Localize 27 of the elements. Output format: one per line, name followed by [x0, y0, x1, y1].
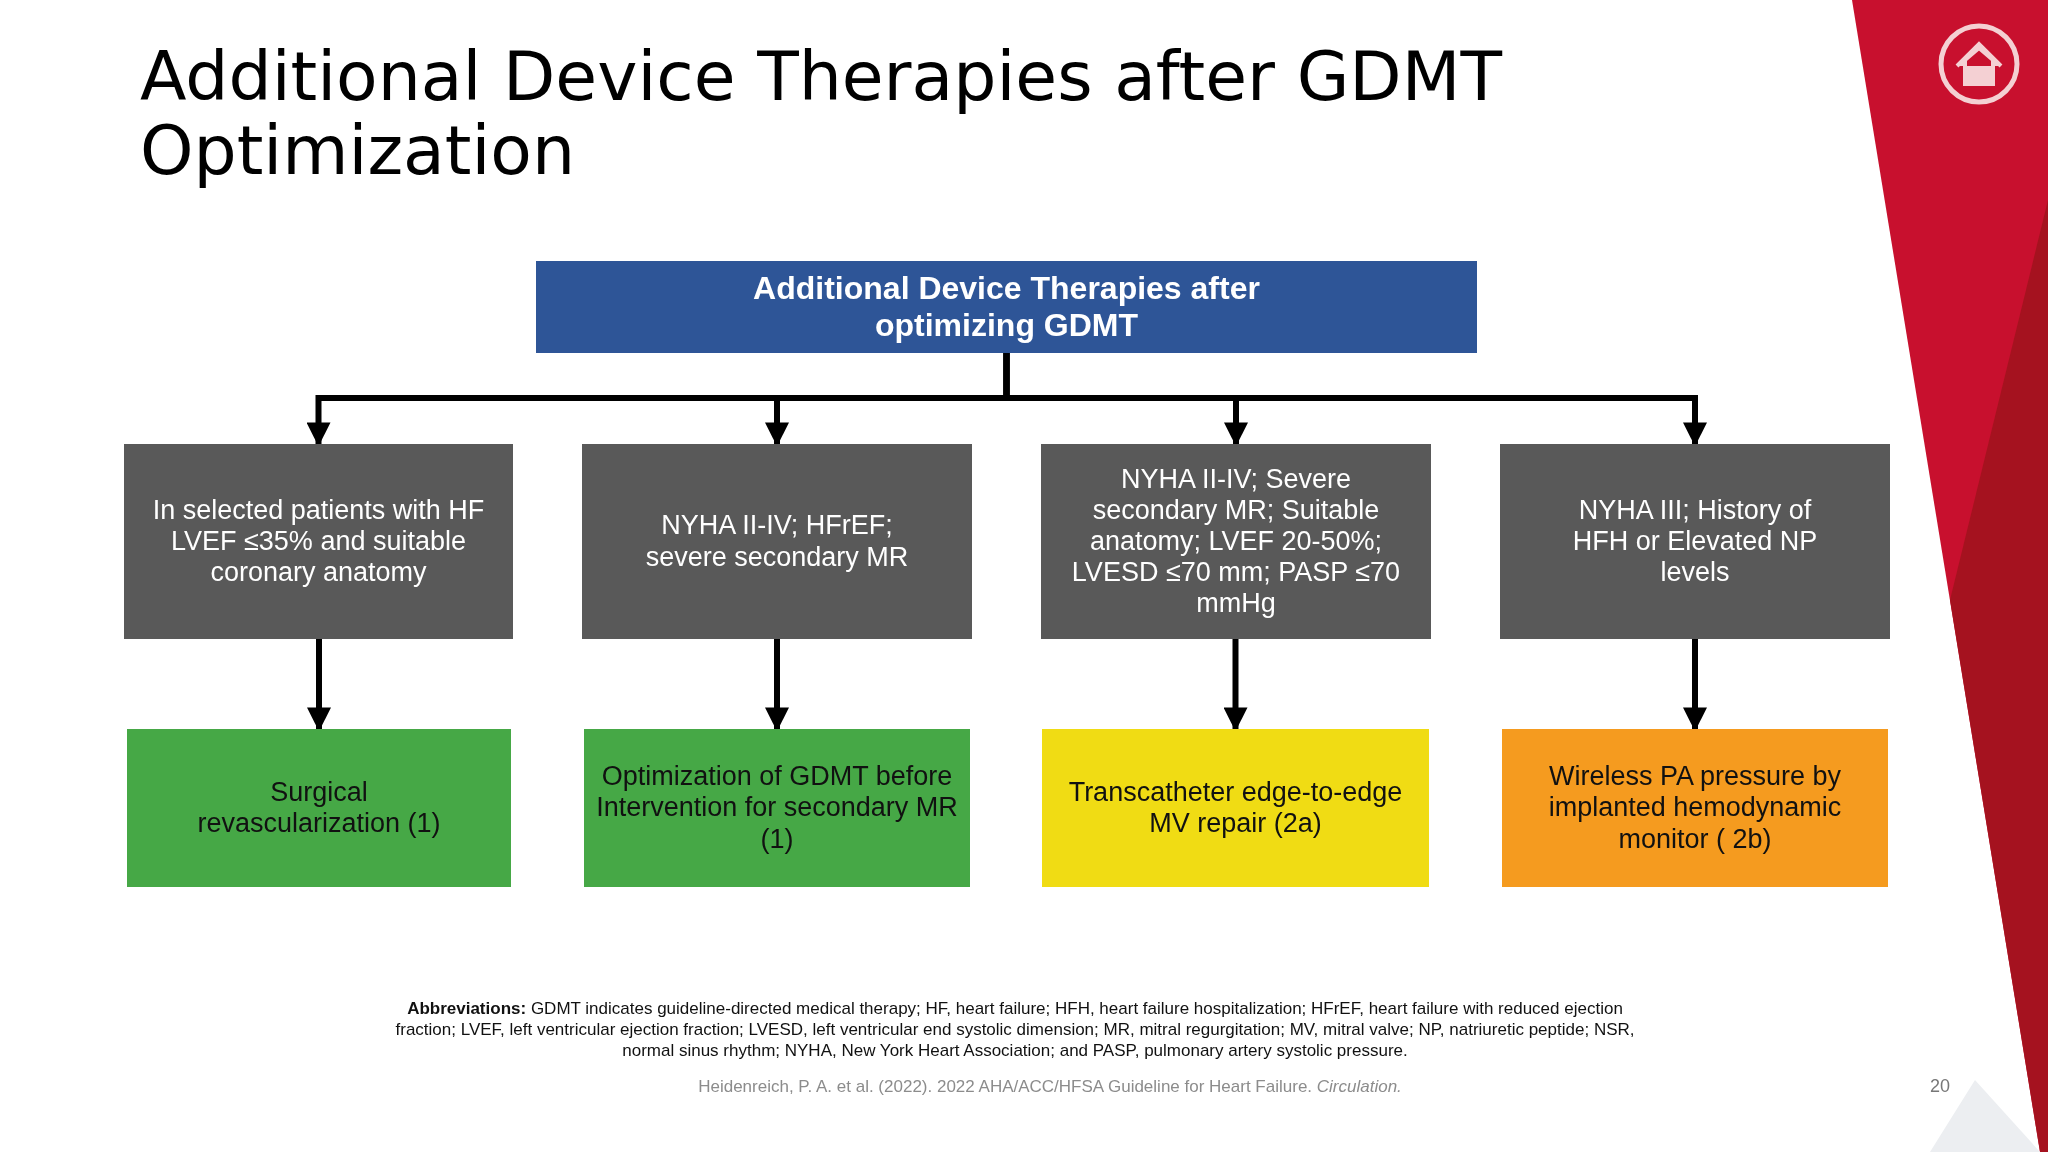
- criteria-box: [1041, 444, 1431, 639]
- arrow: [307, 639, 331, 732]
- criteria-box: [124, 444, 513, 639]
- arrow: [1683, 639, 1707, 732]
- box-text: Transcatheter edge-to-edge MV repair (2a): [1067, 776, 1404, 840]
- recommendation-box: [1042, 729, 1429, 887]
- recommendation-box: [127, 729, 511, 887]
- box-text: Additional Device Therapies after optimizing GDMT: [752, 270, 1261, 344]
- box-text: Optimization of GDMT before Intervention for secondary MR (1): [595, 761, 959, 855]
- arrow: [1003, 353, 1707, 447]
- arrow: [765, 639, 789, 732]
- recommendation-box: [1502, 729, 1888, 887]
- page-number: 20: [1929, 1076, 1951, 1097]
- box-text: NYHA II-IV; HFrEF; severe secondary MR: [644, 510, 910, 573]
- criteria-box: [1500, 444, 1890, 639]
- box-text: NYHA II-IV; Severe secondary MR; Suitable anatomy; LVEF 20-50%; LVESD ≤70 mm; PASP ≤70 mmHg: [1071, 463, 1401, 620]
- header-box: [536, 261, 1477, 353]
- box-text: Wireless PA pressure by implanted hemodynamic monitor ( 2b): [1547, 761, 1843, 855]
- arrow: [1223, 639, 1248, 732]
- box-text: NYHA III; History of HFH or Elevated NP levels: [1571, 494, 1819, 589]
- citation: Heidenreich, P. A. et al. (2022). 2022 AHA/ACC/HFSA Guideline for Heart Failure. Circulation.: [697, 1076, 1403, 1097]
- slide-title: Additional Device Therapies after GDMT Optimization: [140, 40, 1504, 188]
- criteria-box: [582, 444, 972, 639]
- recommendation-box: [584, 729, 970, 887]
- abbreviations-note: Abbreviations: GDMT indicates guideline-directed medical therapy; HF, heart failure; HFH, heart failure hospitalization; HFrEF, heart failure with reduced ejection fraction; LVEF, left ventricular ejection fraction; LVESD, left ventricular end systolic dimension; MR, mitral regurgitation; MV, mitral valve; NP, natriuretic peptide; NSR, normal sinus rhythm; NYHA, New York Heart Association; and PASP, pulmonary artery systolic pressure.: [394, 998, 1636, 1061]
- box-text: Surgical revascularization (1): [196, 776, 442, 840]
- box-text: In selected patients with HF LVEF ≤35% and suitable coronary anatomy: [151, 494, 486, 589]
